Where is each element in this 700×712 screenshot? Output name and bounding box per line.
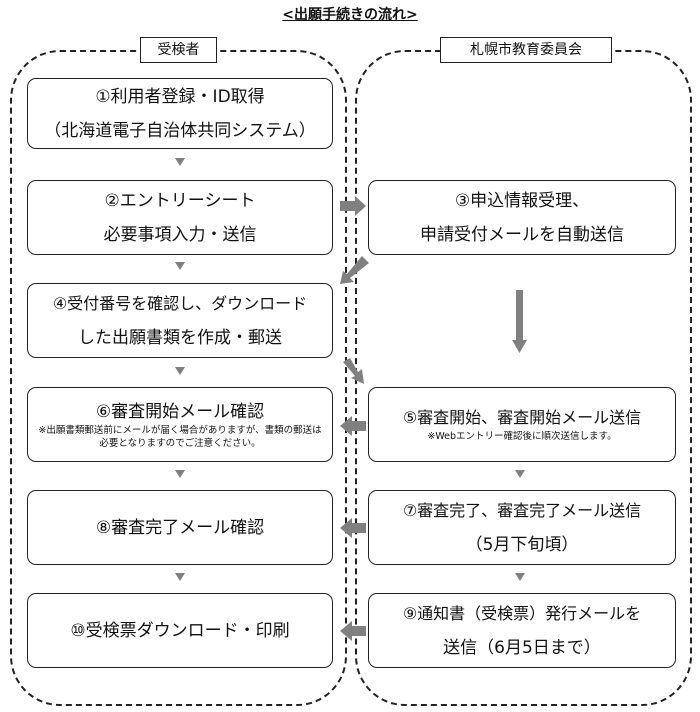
step-2-subtitle: 必要事項入力・送信 xyxy=(103,224,257,245)
step-5-box: ⑤審査開始、審査開始メール送信 ※Webエントリー確認後に順次送信します。 xyxy=(368,387,676,462)
step-5-note: ※Webエントリー確認後に順次送信します。 xyxy=(427,431,617,442)
board-lane-label: 札幌市教育委員会 xyxy=(440,37,612,63)
step-10-title: ⑩受検票ダウンロード・印刷 xyxy=(70,620,290,641)
step-6-box: ⑥審査開始メール確認 ※出願書類郵送前にメールが届く場合がありますが、書類の郵送… xyxy=(27,387,333,462)
step-2-title: ②エントリーシート xyxy=(104,190,256,211)
arrow-left-9-10 xyxy=(340,621,366,641)
step-7-title: ⑦審査完了、審査完了メール送信 xyxy=(402,500,642,520)
arrow-right-2-3 xyxy=(340,196,366,216)
arrow-down-1 xyxy=(175,158,185,166)
step-3-box: ③申込情報受理、 申請受付メールを自動送信 xyxy=(368,180,676,255)
page-title: <出願手続きの流れ> xyxy=(0,4,700,24)
step-7-subtitle: （5月下旬頃） xyxy=(465,534,579,555)
step-5-title: ⑤審査開始、審査開始メール送信 xyxy=(402,408,642,427)
step-9-title: ⑨通知書（受検票）発行メールを xyxy=(402,603,642,623)
step-4-box: ④受付番号を確認し、ダウンロード した出願書類を作成・郵送 xyxy=(27,283,333,358)
step-7-box: ⑦審査完了、審査完了メール送信 （5月下旬頃） xyxy=(368,490,676,565)
step-1-title: ①利用者登録・ID取得 xyxy=(95,86,265,107)
step-4-title: ④受付番号を確認し、ダウンロード xyxy=(52,293,308,313)
arrow-left-7-8 xyxy=(340,518,366,538)
step-2-box: ②エントリーシート 必要事項入力・送信 xyxy=(27,180,333,255)
step-9-box: ⑨通知書（受検票）発行メールを 送信（6月5日まで） xyxy=(368,593,676,668)
step-8-title: ⑧審査完了メール確認 xyxy=(95,517,265,538)
applicant-lane-label: 受検者 xyxy=(140,37,217,63)
step-6-title: ⑥審査開始メール確認 xyxy=(95,401,265,422)
step-3-title: ③申込情報受理、 xyxy=(454,190,590,211)
step-8-box: ⑧審査完了メール確認 xyxy=(27,490,333,565)
arrow-down-5-7 xyxy=(515,470,525,478)
arrow-down-2 xyxy=(175,262,185,270)
arrow-down-7-9 xyxy=(515,573,525,581)
arrow-down-3-5-shaft xyxy=(516,290,523,340)
arrow-down-6 xyxy=(175,470,185,478)
arrow-down-4 xyxy=(175,367,185,375)
arrow-down-3-5-head xyxy=(512,340,527,353)
arrow-left-5-6 xyxy=(340,416,366,436)
arrow-diag-4-5 xyxy=(343,358,364,384)
step-1-box: ①利用者登録・ID取得 （北海道電子自治体共同システム） xyxy=(27,78,333,149)
step-6-note: ※出願書類郵送前にメールが届く場合がありますが、書類の郵送は必要となりますのでご… xyxy=(38,424,322,449)
step-1-subtitle: （北海道電子自治体共同システム） xyxy=(44,120,316,141)
step-10-box: ⑩受検票ダウンロード・印刷 xyxy=(27,593,333,668)
step-9-subtitle: 送信（6月5日まで） xyxy=(443,637,601,658)
step-4-subtitle: した出願書類を作成・郵送 xyxy=(78,327,282,348)
arrow-down-8 xyxy=(175,573,185,581)
title-text: <出願手続きの流れ> xyxy=(282,7,418,23)
step-3-subtitle: 申請受付メールを自動送信 xyxy=(420,224,624,245)
arrow-diag-3-4 xyxy=(340,256,369,284)
